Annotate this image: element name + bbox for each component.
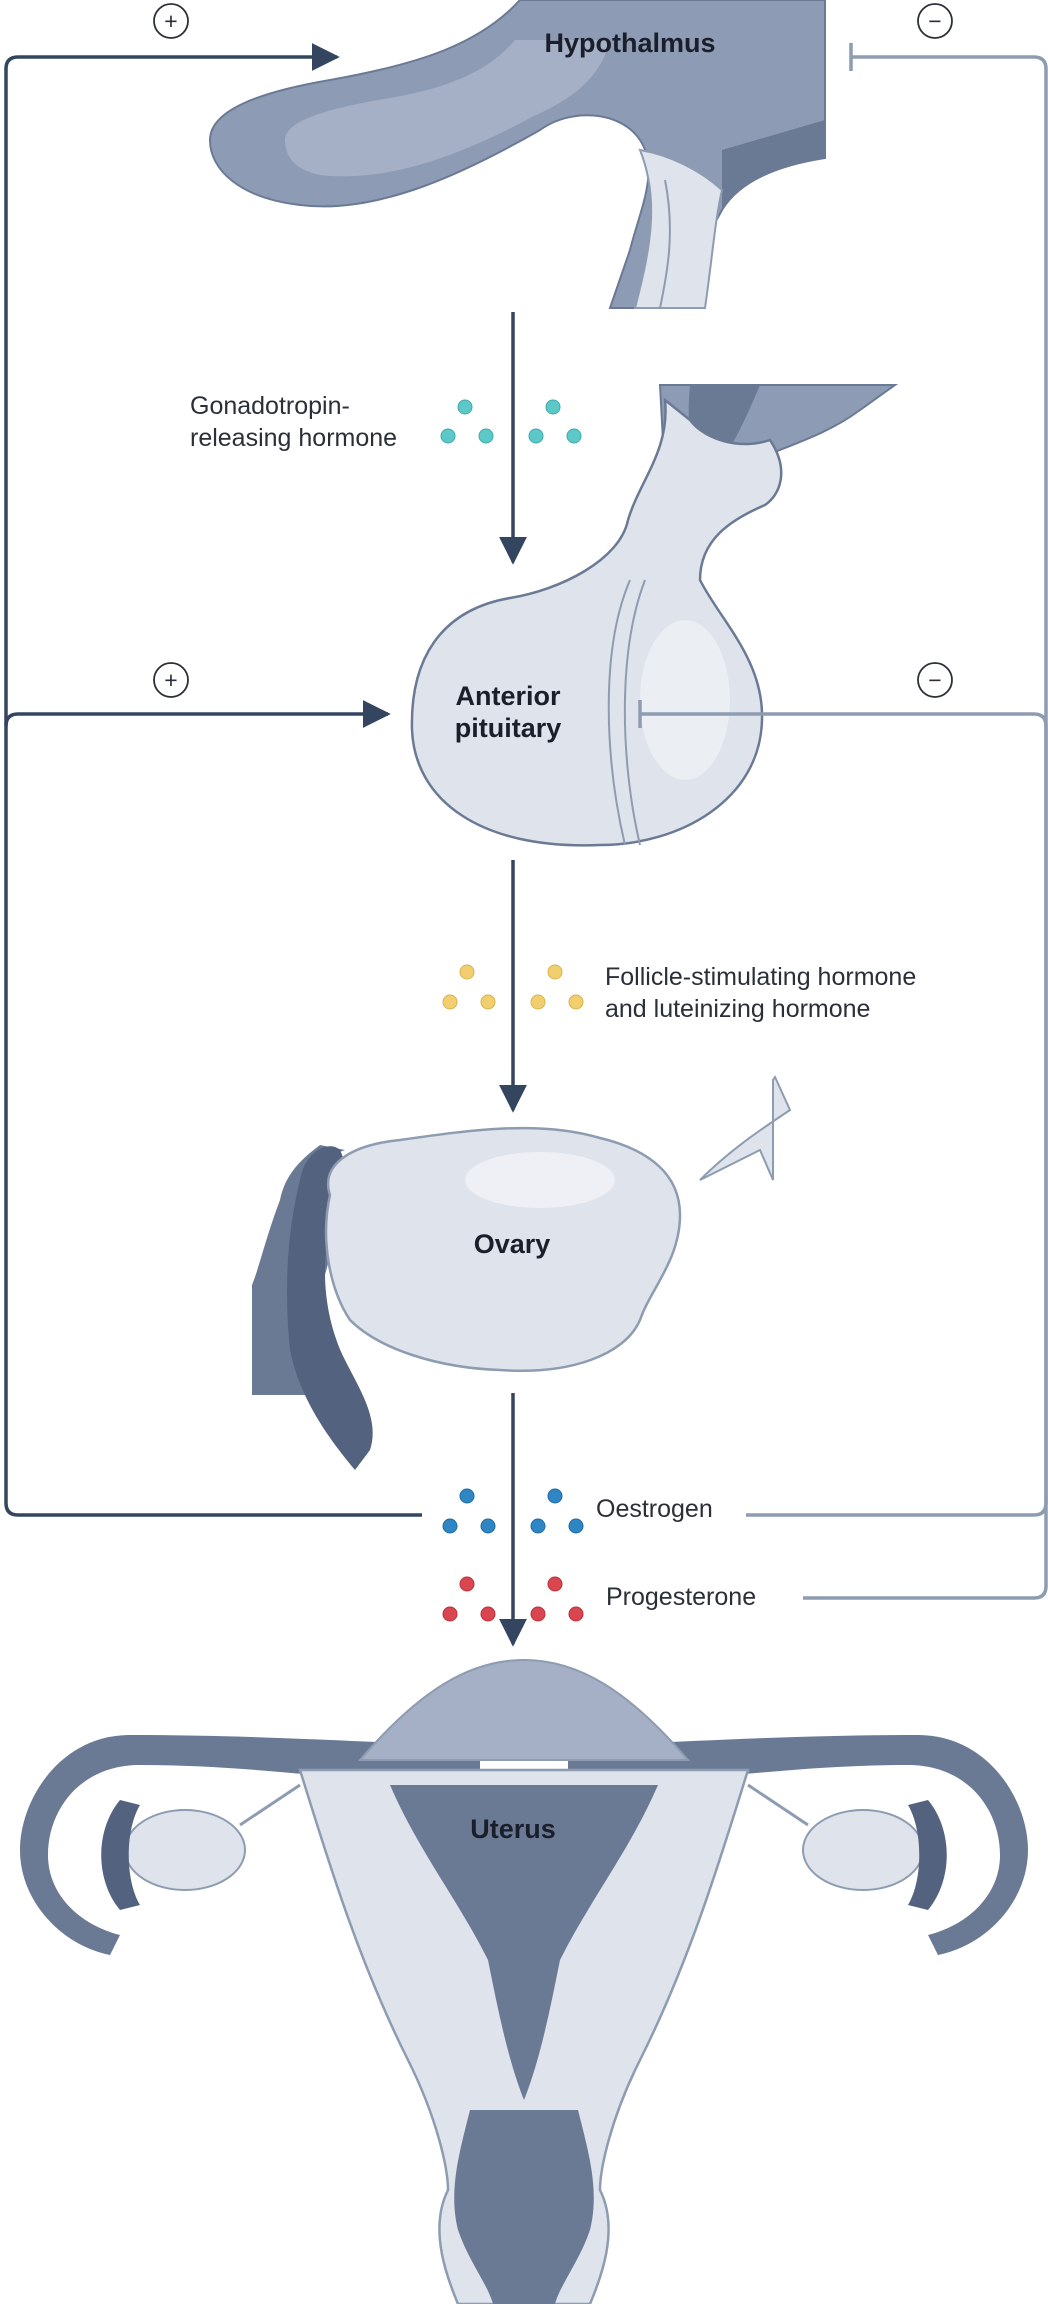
pituitary-label-line1: Anterior <box>455 681 561 711</box>
gnrh-dots <box>440 399 582 444</box>
ovary-illustration <box>252 1074 792 1470</box>
svg-text:+: + <box>164 667 177 693</box>
oestrogen-dots <box>442 1488 584 1534</box>
hypothalamus-illustration <box>208 0 826 309</box>
progesterone-label: Progesterone <box>606 1583 756 1611</box>
pituitary-illustration <box>410 384 899 847</box>
progesterone-dots <box>442 1576 584 1622</box>
negative-feedback-loop-oestrogen <box>640 712 1048 1517</box>
svg-text:−: − <box>928 667 941 693</box>
gnrh-label-line1: Gonadotropin- <box>190 392 350 420</box>
positive-feedback-branch-pituitary <box>4 700 391 728</box>
fsh-lh-label-line1: Follicle-stimulating hormone <box>605 963 916 991</box>
ovary-label: Ovary <box>474 1229 551 1259</box>
positive-feedback-loop-pituitary <box>10 702 22 714</box>
oestrogen-label: Oestrogen <box>596 1495 713 1523</box>
uterus-illustration <box>20 1658 1028 2304</box>
svg-text:−: − <box>928 8 941 34</box>
fsh-lh-label-line2: and luteinizing hormone <box>605 995 870 1023</box>
negative-sign-middle: − <box>917 662 953 698</box>
positive-sign-top: + <box>153 3 189 39</box>
gnrh-label-line2: releasing hormone <box>190 424 397 452</box>
hypothalamus-label: Hypothalmus <box>544 28 715 58</box>
positive-feedback-loop-hypothalamus <box>4 43 422 1517</box>
svg-text:+: + <box>164 8 177 34</box>
negative-feedback-loop-progesterone <box>803 55 1048 1600</box>
uterus-label: Uterus <box>470 1814 556 1844</box>
pituitary-label-line2: pituitary <box>455 713 562 743</box>
negative-sign-top: − <box>917 3 953 39</box>
positive-sign-middle: + <box>153 662 189 698</box>
fsh-lh-dots <box>442 964 584 1010</box>
